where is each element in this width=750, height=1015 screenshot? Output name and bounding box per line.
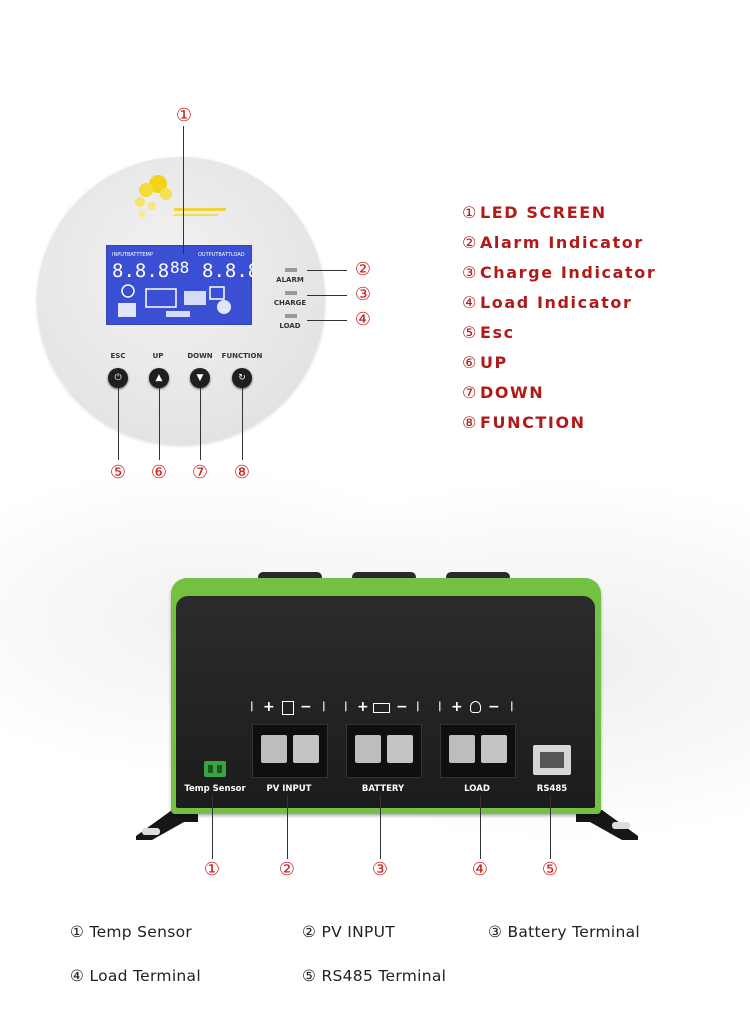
callout-number: ⑤ [109,462,127,483]
mounting-bracket-right [576,810,638,840]
callout-number: ④ [354,309,372,330]
pv-input-terminal [252,724,328,778]
svg-text:8.8.8: 8.8.8 [112,260,169,282]
callout-number: ② [354,259,372,280]
temp-sensor-connector [204,761,226,777]
callout-number: ⑤ [541,859,559,880]
svg-text:OUTPUTBATTLOAD: OUTPUTBATTLOAD [198,252,245,258]
knob [352,572,416,582]
up-arrow-icon: ▲ [155,373,163,383]
callout-number: ① [203,859,221,880]
leader-line [307,295,347,296]
leader-line [118,388,119,460]
function-button[interactable]: ↻ [232,368,252,388]
temp-sensor-label: Temp Sensor [184,784,246,794]
load-label: LOAD [464,784,490,794]
callout-number: ① [175,105,193,126]
battery-icon [373,703,390,713]
rs485-label: RS485 [536,784,568,794]
leader-line [242,388,243,460]
refresh-icon: ↻ [238,373,246,383]
leader-line [212,795,213,859]
charge-label: CHARGE [273,299,307,307]
load-polarity: | + − | [438,699,514,715]
down-button[interactable]: ▼ [190,368,210,388]
legend-item: ① Temp Sensor [70,923,193,941]
mounting-bracket-left [136,810,198,840]
up-button[interactable]: ▲ [149,368,169,388]
callout-number: ⑥ [150,462,168,483]
function-label: FUNCTION [221,352,263,360]
brand-logo [135,175,226,218]
callout-number: ② [278,859,296,880]
leader-line [200,388,201,460]
down-label: DOWN [187,352,213,360]
svg-text:88: 88 [170,258,189,277]
callout-number: ③ [371,859,389,880]
battery-label: BATTERY [361,784,405,794]
battery-polarity: | + − | [344,699,420,715]
svg-text:8.8.8: 8.8.8 [202,260,252,282]
up-label: UP [152,352,164,360]
leader-line [307,270,347,271]
alarm-led [285,268,297,272]
esc-label: ESC [110,352,126,360]
callout-number: ④ [471,859,489,880]
load-led [285,314,297,318]
callout-number: ③ [354,284,372,305]
leader-line [307,320,347,321]
esc-button[interactable]: ⏻ [108,368,128,388]
alarm-label: ALARM [276,276,304,284]
knob [258,572,322,582]
leader-line [480,795,481,859]
pv-polarity: | + − | [250,699,326,715]
legend-item: ⑤ RS485 Terminal [302,967,447,985]
knob [446,572,510,582]
leader-line [287,795,288,859]
legend-item: ③ Battery Terminal [488,923,641,941]
rs485-port [533,745,571,775]
lcd-screen: INPUTBATTTEMP OUTPUTBATTLOAD 8.8.8 88 8.… [106,245,252,325]
legend-item: ④ Load Terminal [70,967,201,985]
bulb-icon [470,701,481,713]
battery-terminal [346,724,422,778]
leader-line [550,795,551,859]
legend-item: ② PV INPUT [302,923,396,941]
leader-line [183,126,184,254]
pv-input-label: PV INPUT [266,784,312,794]
leader-line [380,795,381,859]
solar-panel-icon [282,701,294,715]
callout-number: ⑧ [233,462,251,483]
callout-number: ⑦ [191,462,209,483]
power-icon: ⏻ [114,373,122,383]
leader-line [159,388,160,460]
svg-text:INPUTBATTTEMP: INPUTBATTTEMP [112,252,153,258]
load-terminal [440,724,516,778]
load-label: LOAD [279,322,301,330]
down-arrow-icon: ▼ [196,373,204,383]
charge-led [285,291,297,295]
